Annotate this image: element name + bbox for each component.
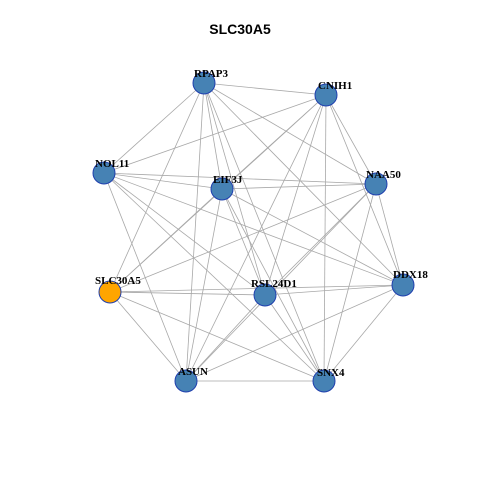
- graph-title: SLC30A5: [209, 21, 271, 37]
- edge-rpap3-cnih1: [203, 82, 327, 96]
- edge-rpap3-asun: [185, 82, 205, 382]
- node-label-cnih1: CNIH1: [318, 80, 352, 92]
- node-label-snx4: SNX4: [317, 367, 345, 379]
- edge-rsl24d1-asun: [185, 294, 266, 382]
- edge-rsl24d1-snx4: [264, 294, 325, 382]
- edge-naa50-rsl24d1: [264, 183, 377, 296]
- edge-layer: [103, 82, 404, 382]
- node-label-nol11: NOL11: [95, 158, 129, 170]
- node-circle-nol11[interactable]: [92, 161, 116, 185]
- edge-eif3j-rsl24d1: [221, 188, 266, 296]
- edge-rpap3-naa50: [203, 82, 377, 185]
- edge-naa50-slc30a5: [109, 183, 377, 293]
- node-label-slc30a5: SLC30A5: [95, 275, 141, 287]
- edge-eif3j-naa50: [221, 183, 377, 190]
- edge-rpap3-ddx18: [203, 82, 404, 286]
- edge-nol11-ddx18: [103, 172, 404, 286]
- node-label-rsl24d1: RSL24D1: [251, 278, 297, 290]
- edge-slc30a5-rsl24d1: [109, 291, 266, 296]
- node-circle-asun[interactable]: [174, 369, 198, 393]
- edge-eif3j-slc30a5: [109, 188, 223, 293]
- edge-ddx18-snx4: [323, 284, 404, 382]
- node-circle-eif3j[interactable]: [210, 177, 234, 201]
- edge-eif3j-ddx18: [221, 188, 404, 286]
- node-label-ddx18: DDX18: [393, 269, 428, 281]
- edge-eif3j-asun: [185, 188, 223, 382]
- edge-naa50-ddx18: [375, 183, 404, 286]
- edge-nol11-naa50: [103, 172, 377, 185]
- edge-nol11-eif3j: [103, 172, 223, 190]
- node-circle-ddx18[interactable]: [391, 273, 415, 297]
- node-nol11[interactable]: NOL11: [92, 158, 129, 185]
- node-label-naa50: NAA50: [366, 169, 401, 181]
- edge-nol11-asun: [103, 172, 187, 382]
- node-circle-rpap3[interactable]: [192, 71, 216, 95]
- node-label-rpap3: RPAP3: [194, 68, 229, 80]
- node-cnih1[interactable]: CNIH1: [314, 80, 352, 107]
- edge-cnih1-asun: [185, 94, 327, 382]
- edge-rpap3-slc30a5: [109, 82, 205, 293]
- edge-nol11-snx4: [103, 172, 325, 382]
- node-naa50[interactable]: NAA50: [364, 169, 401, 196]
- edge-naa50-snx4: [323, 183, 377, 382]
- node-rsl24d1[interactable]: RSL24D1: [251, 278, 297, 307]
- node-asun[interactable]: ASUN: [174, 366, 208, 393]
- edge-slc30a5-snx4: [109, 291, 325, 382]
- edge-rsl24d1-ddx18: [264, 284, 404, 296]
- edge-rpap3-snx4: [203, 82, 325, 382]
- node-circle-rsl24d1[interactable]: [253, 283, 277, 307]
- edge-cnih1-nol11: [103, 94, 327, 174]
- node-rpap3[interactable]: RPAP3: [192, 68, 229, 95]
- edge-cnih1-ddx18: [325, 94, 404, 286]
- node-circle-naa50[interactable]: [364, 172, 388, 196]
- edge-rpap3-rsl24d1: [203, 82, 266, 296]
- edge-cnih1-rsl24d1: [264, 94, 327, 296]
- node-circle-snx4[interactable]: [312, 369, 336, 393]
- edge-ddx18-asun: [185, 284, 404, 382]
- edge-slc30a5-asun: [109, 291, 187, 382]
- node-circle-cnih1[interactable]: [314, 83, 338, 107]
- node-label-eif3j: EIF3J: [213, 174, 243, 186]
- edge-eif3j-snx4: [221, 188, 325, 382]
- node-slc30a5[interactable]: SLC30A5: [95, 275, 141, 304]
- edge-cnih1-snx4: [323, 94, 327, 382]
- node-snx4[interactable]: SNX4: [312, 367, 345, 393]
- edge-cnih1-naa50: [325, 94, 377, 185]
- edge-rpap3-eif3j: [203, 82, 223, 190]
- edge-rpap3-nol11: [103, 82, 205, 174]
- node-eif3j[interactable]: EIF3J: [210, 174, 243, 201]
- node-ddx18[interactable]: DDX18: [391, 269, 428, 297]
- node-label-asun: ASUN: [178, 366, 208, 378]
- edge-naa50-asun: [185, 183, 377, 382]
- edge-nol11-rsl24d1: [103, 172, 266, 296]
- node-circle-slc30a5[interactable]: [98, 280, 122, 304]
